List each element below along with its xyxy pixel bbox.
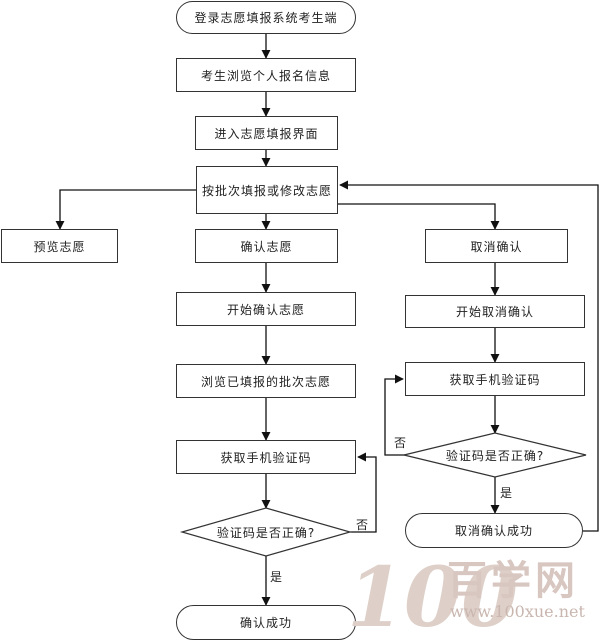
watermark-brand: 百学网 xyxy=(447,557,579,604)
get-code-right-label: 获取手机验证码 xyxy=(449,372,541,387)
edge-label-no-right: 否 xyxy=(394,436,407,450)
start-confirm-label: 开始确认志愿 xyxy=(226,302,305,317)
get-code-right-node: 获取手机验证码 xyxy=(405,362,585,396)
fill-modify-node: 按批次填报或修改志愿 xyxy=(196,166,338,214)
preview-node: 预览志愿 xyxy=(1,229,118,263)
cancel-success-node: 取消确认成功 xyxy=(405,513,583,548)
browse-info-node: 考生浏览个人报名信息 xyxy=(176,58,356,92)
edge-label-no-left: 否 xyxy=(356,518,369,532)
cancel-success-label: 取消确认成功 xyxy=(454,524,533,538)
browse-info-label: 考生浏览个人报名信息 xyxy=(200,68,331,83)
cancel-confirm-label: 取消确认 xyxy=(470,239,523,254)
preview-label: 预览志愿 xyxy=(33,239,86,254)
check-code-left-label: 验证码是否正确? xyxy=(216,525,316,540)
check-code-left-diamond xyxy=(179,507,353,557)
edge-check-left-no xyxy=(350,452,377,533)
confirm-success-label: 确认成功 xyxy=(239,616,292,630)
start-node-label: 登录志愿填报系统考生端 xyxy=(194,11,338,25)
edge-fill-preview xyxy=(55,189,196,230)
watermark-number: 100 xyxy=(347,550,518,641)
browse-filled-label: 浏览已填报的批次志愿 xyxy=(200,374,331,389)
get-code-left-label: 获取手机验证码 xyxy=(220,450,312,465)
check-code-right-diamond xyxy=(403,432,587,478)
watermark-logo: 100 xyxy=(347,550,518,641)
start-cancel-label: 开始取消确认 xyxy=(455,305,534,319)
get-code-left-node: 获取手机验证码 xyxy=(176,440,356,474)
edge-label-yes-left: 是 xyxy=(270,570,283,584)
fill-modify-label: 按批次填报或修改志愿 xyxy=(201,183,332,198)
start-node: 登录志愿填报系统考生端 xyxy=(176,1,356,34)
confirm-success-node: 确认成功 xyxy=(176,605,356,640)
start-cancel-node: 开始取消确认 xyxy=(405,295,585,328)
start-confirm-node: 开始确认志愿 xyxy=(176,292,356,326)
enter-page-label: 进入志愿填报界面 xyxy=(214,126,319,141)
edge-label-yes-right: 是 xyxy=(500,486,513,500)
browse-filled-node: 浏览已填报的批次志愿 xyxy=(176,364,356,398)
watermark-url: www.100xue.net xyxy=(450,602,585,621)
edge-check-right-no xyxy=(384,374,408,456)
check-code-right-label: 验证码是否正确? xyxy=(445,448,545,463)
edge-fill-cancel xyxy=(338,203,500,230)
cancel-confirm-node: 取消确认 xyxy=(425,229,568,263)
enter-page-node: 进入志愿填报界面 xyxy=(195,116,338,150)
confirm-label: 确认志愿 xyxy=(240,239,293,254)
edge-cancelsuccess-loop xyxy=(339,180,599,532)
confirm-node: 确认志愿 xyxy=(195,229,338,263)
